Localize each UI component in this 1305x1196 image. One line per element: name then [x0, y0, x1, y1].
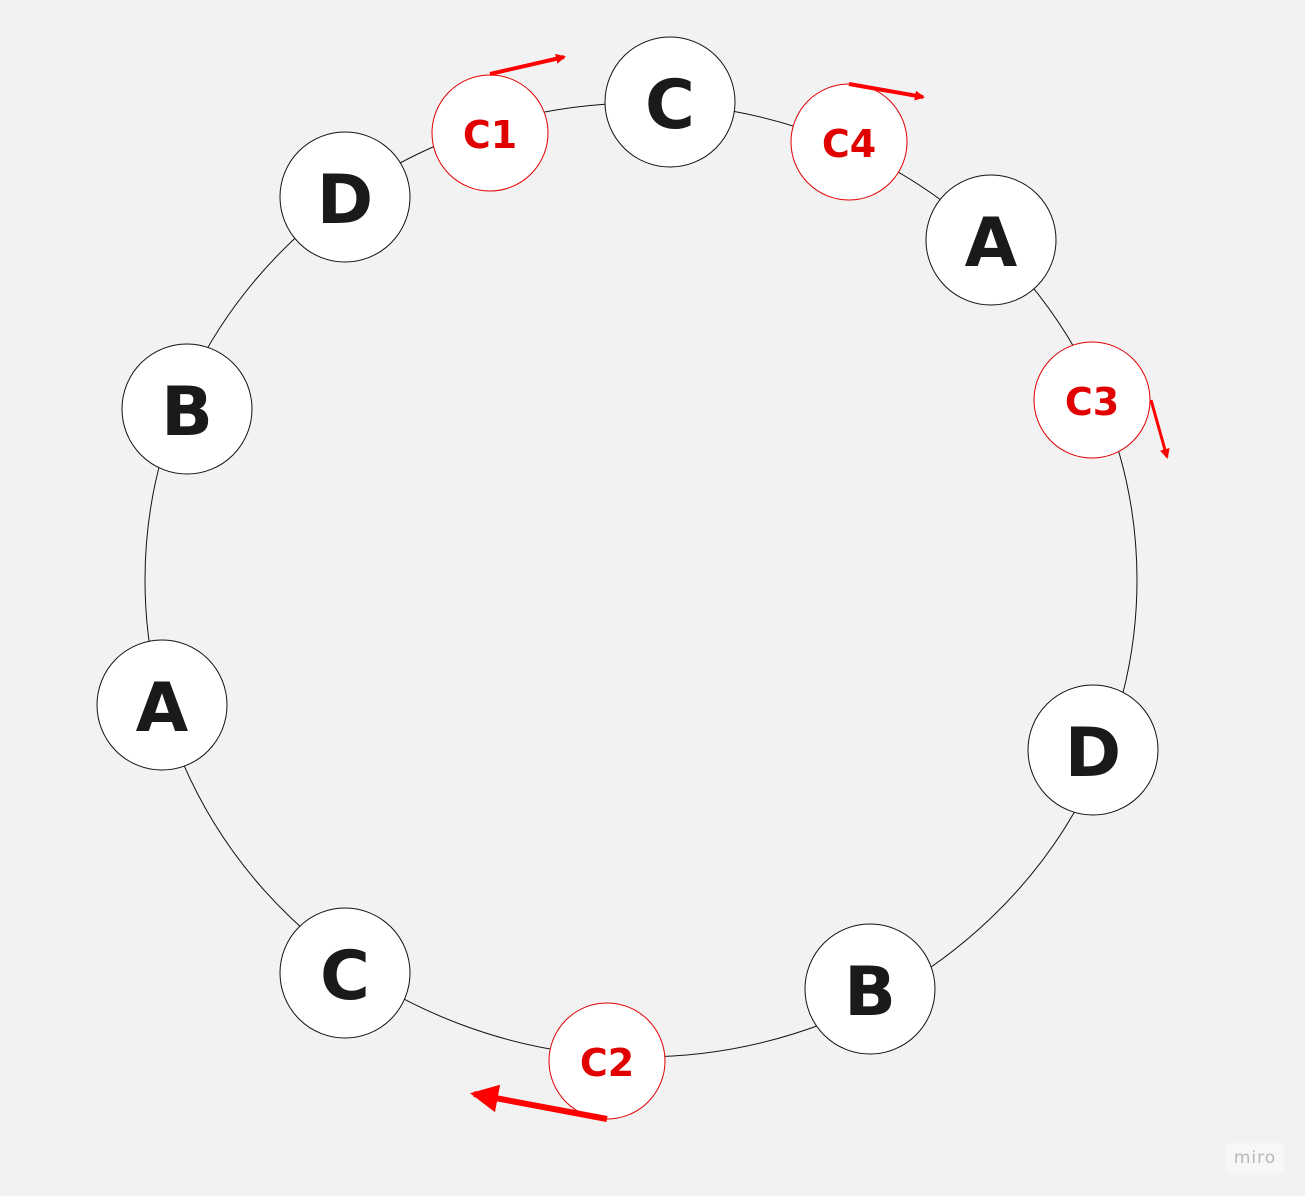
node-label: D [317, 161, 373, 240]
client-label: C3 [1065, 380, 1119, 424]
client-label: C4 [822, 122, 876, 166]
node-c-bottom-left[interactable]: C [279, 907, 411, 1039]
client-label: C1 [463, 113, 517, 157]
node-label: C [320, 937, 370, 1016]
node-b-bottom-right[interactable]: B [804, 923, 936, 1055]
client-c2[interactable]: C2 [548, 1002, 666, 1120]
arrow-c3 [1149, 399, 1170, 459]
arrow-c2 [470, 1084, 608, 1122]
miro-watermark: miro [1226, 1143, 1284, 1173]
arrow-c4 [848, 82, 925, 101]
client-c4[interactable]: C4 [790, 83, 908, 201]
client-c1[interactable]: C1 [431, 74, 549, 192]
node-label: D [1065, 714, 1121, 793]
node-label: C [645, 66, 695, 145]
node-label: A [965, 204, 1018, 283]
node-a-left[interactable]: A [96, 639, 228, 771]
node-label: A [136, 669, 189, 748]
node-b-left[interactable]: B [121, 343, 253, 475]
arrow-c1 [489, 53, 566, 76]
node-label: B [844, 953, 896, 1032]
client-label: C2 [580, 1041, 634, 1085]
node-label: B [161, 373, 213, 452]
node-d-top-left[interactable]: D [279, 131, 411, 263]
node-d-right[interactable]: D [1027, 684, 1159, 816]
client-c3[interactable]: C3 [1033, 341, 1151, 459]
node-c-top[interactable]: C [604, 36, 736, 168]
node-a-right[interactable]: A [925, 174, 1057, 306]
